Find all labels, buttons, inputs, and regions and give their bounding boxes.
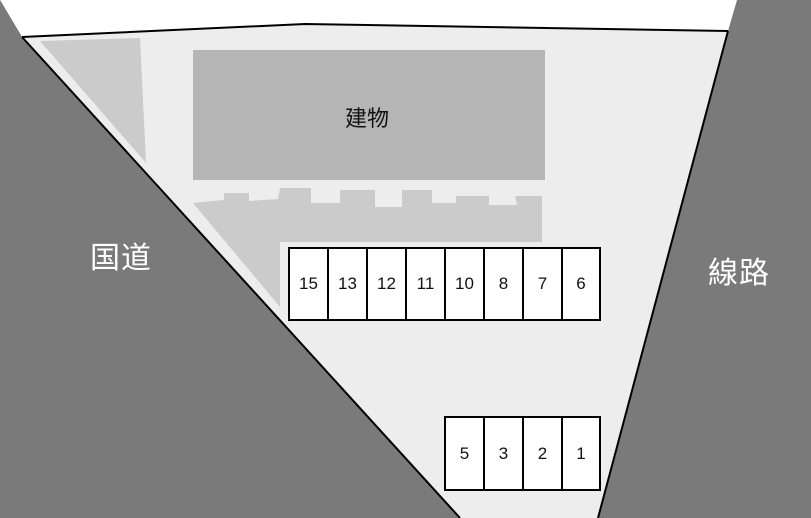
parking-row-upper: 15 13 12 11 10 8 7 6 [288,247,601,321]
lot-boundary-right [597,30,729,518]
parking-stall[interactable]: 10 [444,247,485,321]
national-road [0,0,460,518]
parking-stall[interactable]: 6 [561,247,601,321]
parking-stall[interactable]: 3 [483,416,524,491]
national-road-top [0,0,22,37]
parking-stall[interactable]: 15 [288,247,329,321]
greenery-area-center [193,188,542,307]
building-label: 建物 [345,107,390,132]
parking-stall[interactable]: 7 [522,247,563,321]
parking-stall[interactable]: 1 [561,416,601,491]
railway [598,0,811,518]
national-road-label: 国道 [90,241,152,276]
parking-stall[interactable]: 8 [483,247,524,321]
parking-stall[interactable]: 2 [522,416,563,491]
lot-boundary-left [21,36,461,518]
railway-label: 線路 [708,256,770,291]
parking-stall[interactable]: 13 [327,247,368,321]
lot-boundary-top [21,22,729,38]
building [193,50,545,180]
parking-stall[interactable]: 12 [366,247,407,321]
parking-stall[interactable]: 5 [444,416,485,491]
parking-row-lower: 5 3 2 1 [444,416,601,491]
parking-stall[interactable]: 11 [405,247,446,321]
greenery-area-left [40,38,146,163]
